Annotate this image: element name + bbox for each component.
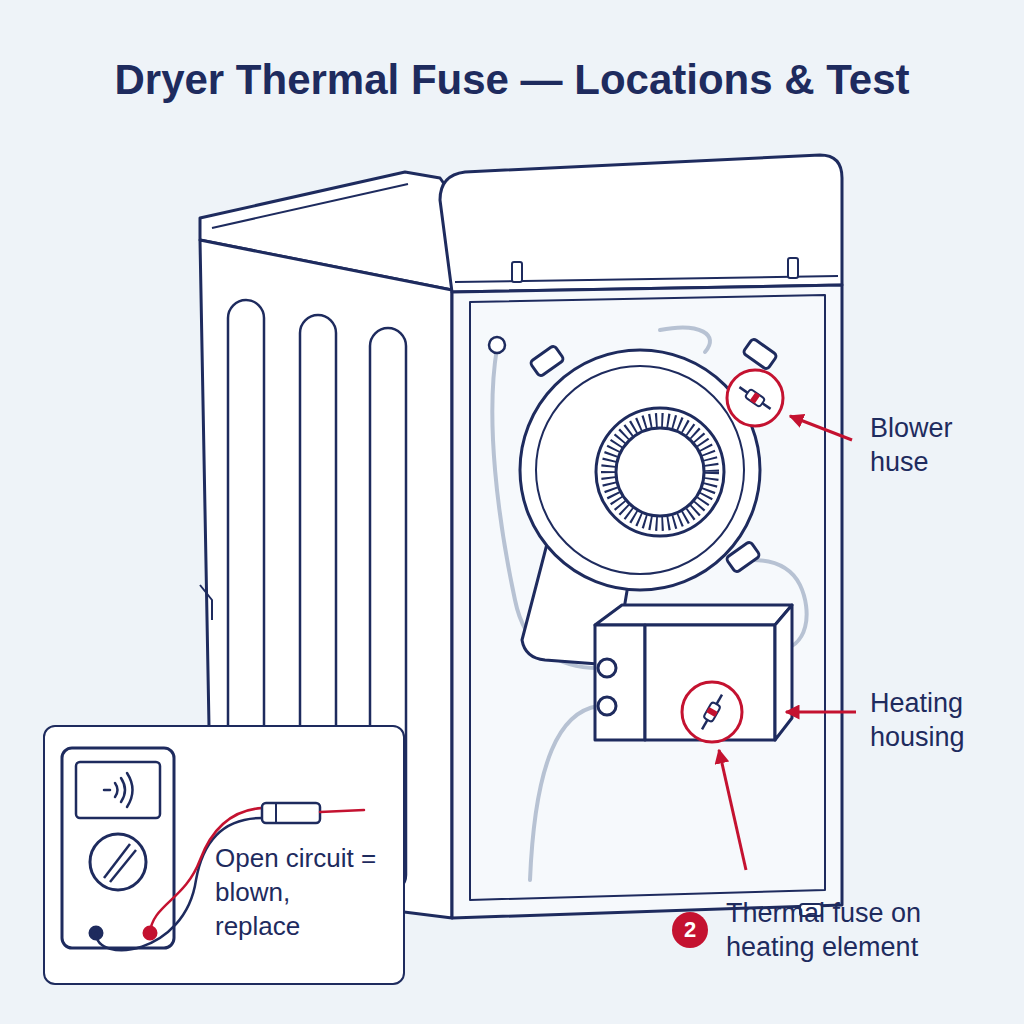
blower-tab bbox=[530, 345, 565, 377]
blower-duct bbox=[522, 540, 628, 664]
wire bbox=[660, 328, 710, 352]
heater-top bbox=[595, 605, 792, 625]
wiring bbox=[492, 328, 806, 880]
fuse-callout bbox=[682, 682, 856, 870]
callout-number: 2 bbox=[672, 912, 708, 948]
fuse-lead bbox=[702, 695, 722, 730]
fuse-symbol bbox=[698, 692, 727, 732]
blower-housing bbox=[520, 338, 777, 664]
blower-hub bbox=[616, 428, 704, 516]
test-instruction: Open circuit = blown, replace bbox=[215, 841, 380, 943]
heater-right bbox=[775, 605, 792, 740]
blower-tab bbox=[726, 541, 761, 573]
fuse-body bbox=[745, 389, 765, 408]
test-inset-box: Open circuit = blown, replace bbox=[43, 725, 405, 985]
panel-tab bbox=[512, 262, 522, 282]
callout-text: Thermal fuse on heating element bbox=[726, 896, 971, 964]
cabinet-top bbox=[200, 172, 452, 290]
fuse-ring bbox=[727, 370, 783, 426]
wire bbox=[752, 560, 807, 650]
fuse-band bbox=[706, 707, 718, 717]
diagram-title: Dryer Thermal Fuse — Locations & Test bbox=[0, 56, 1024, 104]
wire bbox=[492, 348, 598, 668]
terminal bbox=[598, 697, 616, 715]
cabinet-interior bbox=[452, 285, 842, 918]
blower-shroud bbox=[520, 350, 760, 590]
panel-tab bbox=[788, 258, 798, 278]
wire-grommet bbox=[489, 337, 505, 353]
blower-slats bbox=[608, 420, 712, 524]
terminal bbox=[598, 659, 616, 677]
heater-front bbox=[645, 625, 775, 740]
panel-front-edge bbox=[455, 276, 838, 282]
leader-arrow bbox=[719, 750, 746, 870]
leader-arrow bbox=[790, 416, 852, 440]
heating-housing bbox=[595, 605, 792, 740]
fuse-lead bbox=[739, 387, 770, 409]
blower-wheel bbox=[596, 408, 724, 536]
control-panel bbox=[440, 155, 842, 292]
wire bbox=[530, 706, 598, 880]
fuse-symbol bbox=[737, 383, 774, 413]
blower-tab bbox=[743, 338, 778, 370]
heater-side bbox=[595, 625, 645, 740]
fuse-ring bbox=[682, 682, 742, 742]
interior-frame bbox=[470, 295, 825, 900]
fuse-body bbox=[703, 702, 721, 723]
fuse-callout bbox=[727, 370, 852, 440]
side-ledge bbox=[200, 585, 212, 620]
part-label: Blower huse bbox=[870, 411, 995, 479]
leader-arrow bbox=[786, 711, 856, 714]
part-label: Heating housing bbox=[870, 686, 1005, 754]
cabinet-top-edge bbox=[212, 184, 408, 228]
blower-rim bbox=[536, 366, 744, 574]
fuse-band bbox=[750, 392, 761, 404]
callout-circle: 2 bbox=[672, 912, 708, 948]
